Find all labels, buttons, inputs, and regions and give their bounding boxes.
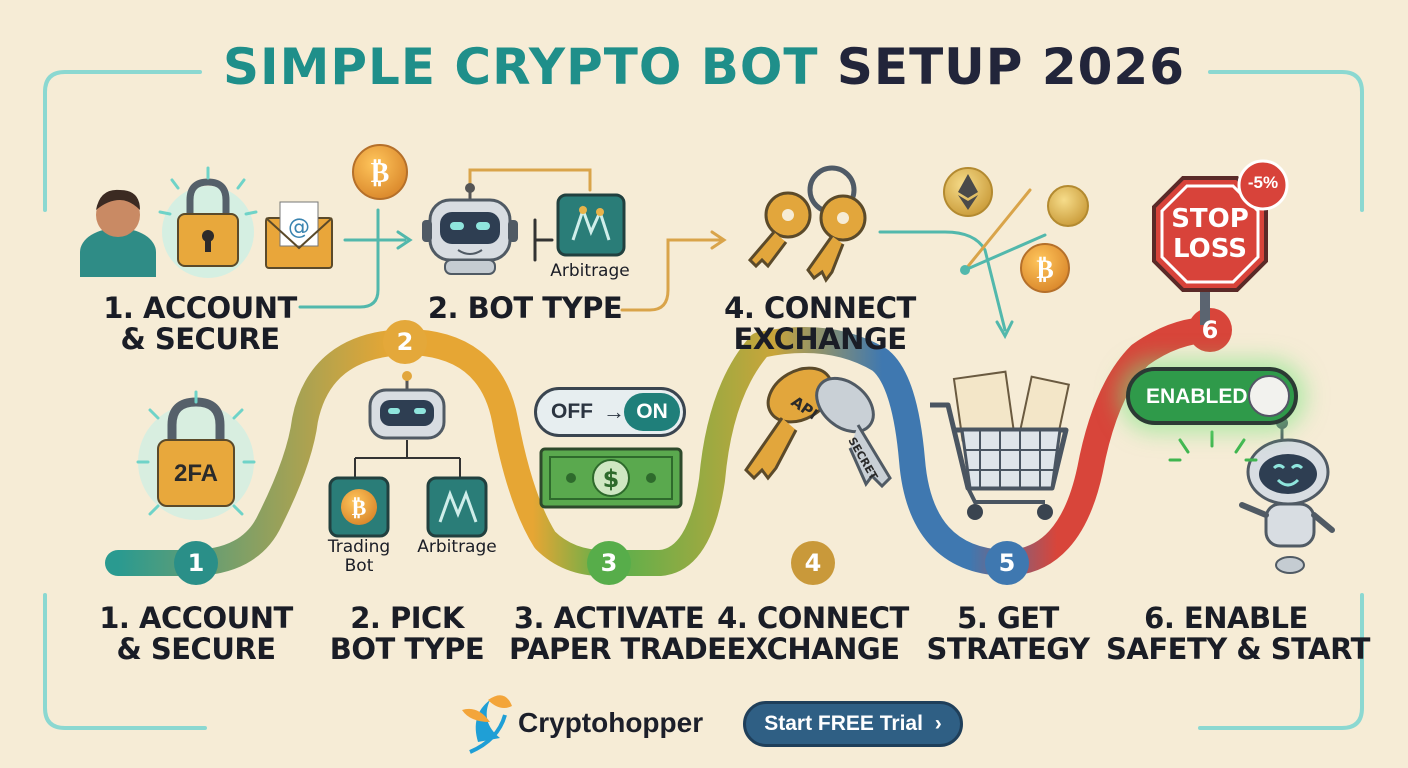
lock-2fa-icon	[138, 397, 254, 520]
paper-trade-toggle[interactable]: OFF → ON	[534, 387, 686, 437]
brand-name[interactable]: Cryptohopper	[518, 707, 704, 738]
step2-line2: BOT TYPE	[329, 632, 485, 666]
trading-bot-line2: Bot	[344, 556, 374, 576]
svg-text:$: $	[603, 465, 620, 493]
start-free-trial-button[interactable]: Start FREE Trial ›	[743, 701, 963, 747]
robot-icon	[422, 183, 518, 275]
stop-line1: STOP	[1171, 204, 1249, 234]
arbitrage-small-icon	[426, 476, 488, 538]
step-number-1: 1	[187, 549, 205, 577]
title-part-2: SETUP 2026	[836, 38, 1185, 96]
page-title: SIMPLE CRYPTO BOT SETUP 2026	[0, 38, 1408, 96]
shopping-cart-icon	[930, 370, 1071, 520]
top-connectors	[298, 168, 1047, 340]
frame-corners	[43, 70, 1364, 730]
step5-line2: STRATEGY	[926, 632, 1090, 666]
stop-loss-badge: -5%	[1247, 173, 1279, 192]
toggle-on-label: ON	[624, 393, 680, 431]
step-label-6: 6. ENABLE SAFETY & START	[1106, 601, 1370, 666]
title-part-1: SIMPLE CRYPTO BOT	[222, 38, 819, 96]
lock-icon	[162, 178, 254, 278]
step-number-6: 6	[1201, 316, 1219, 344]
enabled-rays	[1168, 430, 1258, 462]
step-number-3: 3	[600, 549, 618, 577]
arbitrage-icon	[556, 193, 626, 257]
progress-path	[105, 317, 1223, 577]
step-label-3: 3. ACTIVATE PAPER TRADE	[509, 601, 727, 666]
top-step1-line1: 1. ACCOUNT	[103, 291, 297, 325]
api-secret-keys-icon: API SECRET	[744, 366, 892, 489]
top-arbitrage-label: Arbitrage	[550, 261, 630, 281]
step1-line1: 1. ACCOUNT	[99, 601, 293, 635]
svg-text:₿: ₿	[352, 496, 367, 521]
top-step4-label: 4. CONNECT EXCHANGE	[720, 293, 920, 355]
step4-line1: 4. CONNECT	[717, 601, 909, 635]
enabled-label: ENABLED	[1146, 385, 1248, 408]
stop-sign-icon	[1152, 159, 1289, 325]
happy-robot-icon	[1239, 417, 1335, 574]
svg-text:₿: ₿	[1036, 255, 1053, 285]
svg-text:₿: ₿	[371, 156, 390, 189]
envelope-icon: @	[265, 201, 333, 269]
cta-label: Start FREE Trial	[764, 712, 923, 735]
step6-line2: SAFETY & START	[1106, 632, 1370, 666]
step2-line1: 2. PICK	[350, 601, 464, 635]
step-label-4: 4. CONNECT EXCHANGE	[713, 603, 913, 665]
step-label-1: 1. ACCOUNT & SECURE	[96, 603, 296, 665]
arbitrage-label: Arbitrage	[417, 537, 497, 557]
stop-line2: LOSS	[1172, 234, 1248, 264]
step1-line2: & SECURE	[116, 632, 276, 666]
enabled-toggle[interactable]: ENABLED	[1126, 367, 1298, 425]
glow-rays	[136, 166, 258, 516]
svg-text:@: @	[288, 215, 310, 240]
step3-line1: 3. ACTIVATE	[513, 601, 705, 635]
step-number-2: 2	[396, 328, 414, 356]
top-step2-label: 2. BOT TYPE	[427, 291, 623, 325]
step6-line1: 6. ENABLE	[1144, 601, 1308, 635]
step-number-5: 5	[998, 549, 1016, 577]
step4-line2: EXCHANGE	[726, 632, 900, 666]
lock-2fa-label: 2FA	[173, 460, 218, 487]
crypto-coins-icon: ₿	[943, 167, 1089, 293]
top-step4-line2: EXCHANGE	[733, 322, 907, 356]
step3-line2: PAPER TRADE	[509, 632, 727, 666]
stop-sign-text: STOP LOSS	[1154, 204, 1266, 264]
cash-bill-icon: $	[539, 447, 683, 509]
step-label-2: 2. PICK BOT TYPE	[307, 603, 507, 665]
arrow-right-icon: →	[603, 399, 625, 424]
keys-icon	[747, 165, 867, 283]
trading-bot-label: Trading Bot	[319, 538, 399, 576]
trading-bot-icon: ₿	[328, 476, 390, 538]
bitcoin-coin-icon: ₿	[352, 144, 408, 200]
top-step4-line1: 4. CONNECT	[724, 291, 916, 325]
toggle-off-label: OFF	[551, 400, 593, 423]
step-number-4: 4	[804, 549, 822, 577]
chevron-right-icon: ›	[934, 712, 942, 735]
step-number-circles	[174, 308, 1232, 585]
trading-bot-line1: Trading	[327, 537, 391, 557]
cryptohopper-logo-icon	[462, 695, 512, 754]
top-step1-label: 1. ACCOUNT & SECURE	[100, 293, 300, 355]
person-icon	[80, 189, 156, 277]
step5-line1: 5. GET	[957, 601, 1059, 635]
toggle-knob	[1248, 375, 1290, 417]
step-label-5: 5. GET STRATEGY	[908, 603, 1108, 665]
robot-small-icon	[354, 371, 461, 478]
top-step1-line2: & SECURE	[120, 322, 280, 356]
